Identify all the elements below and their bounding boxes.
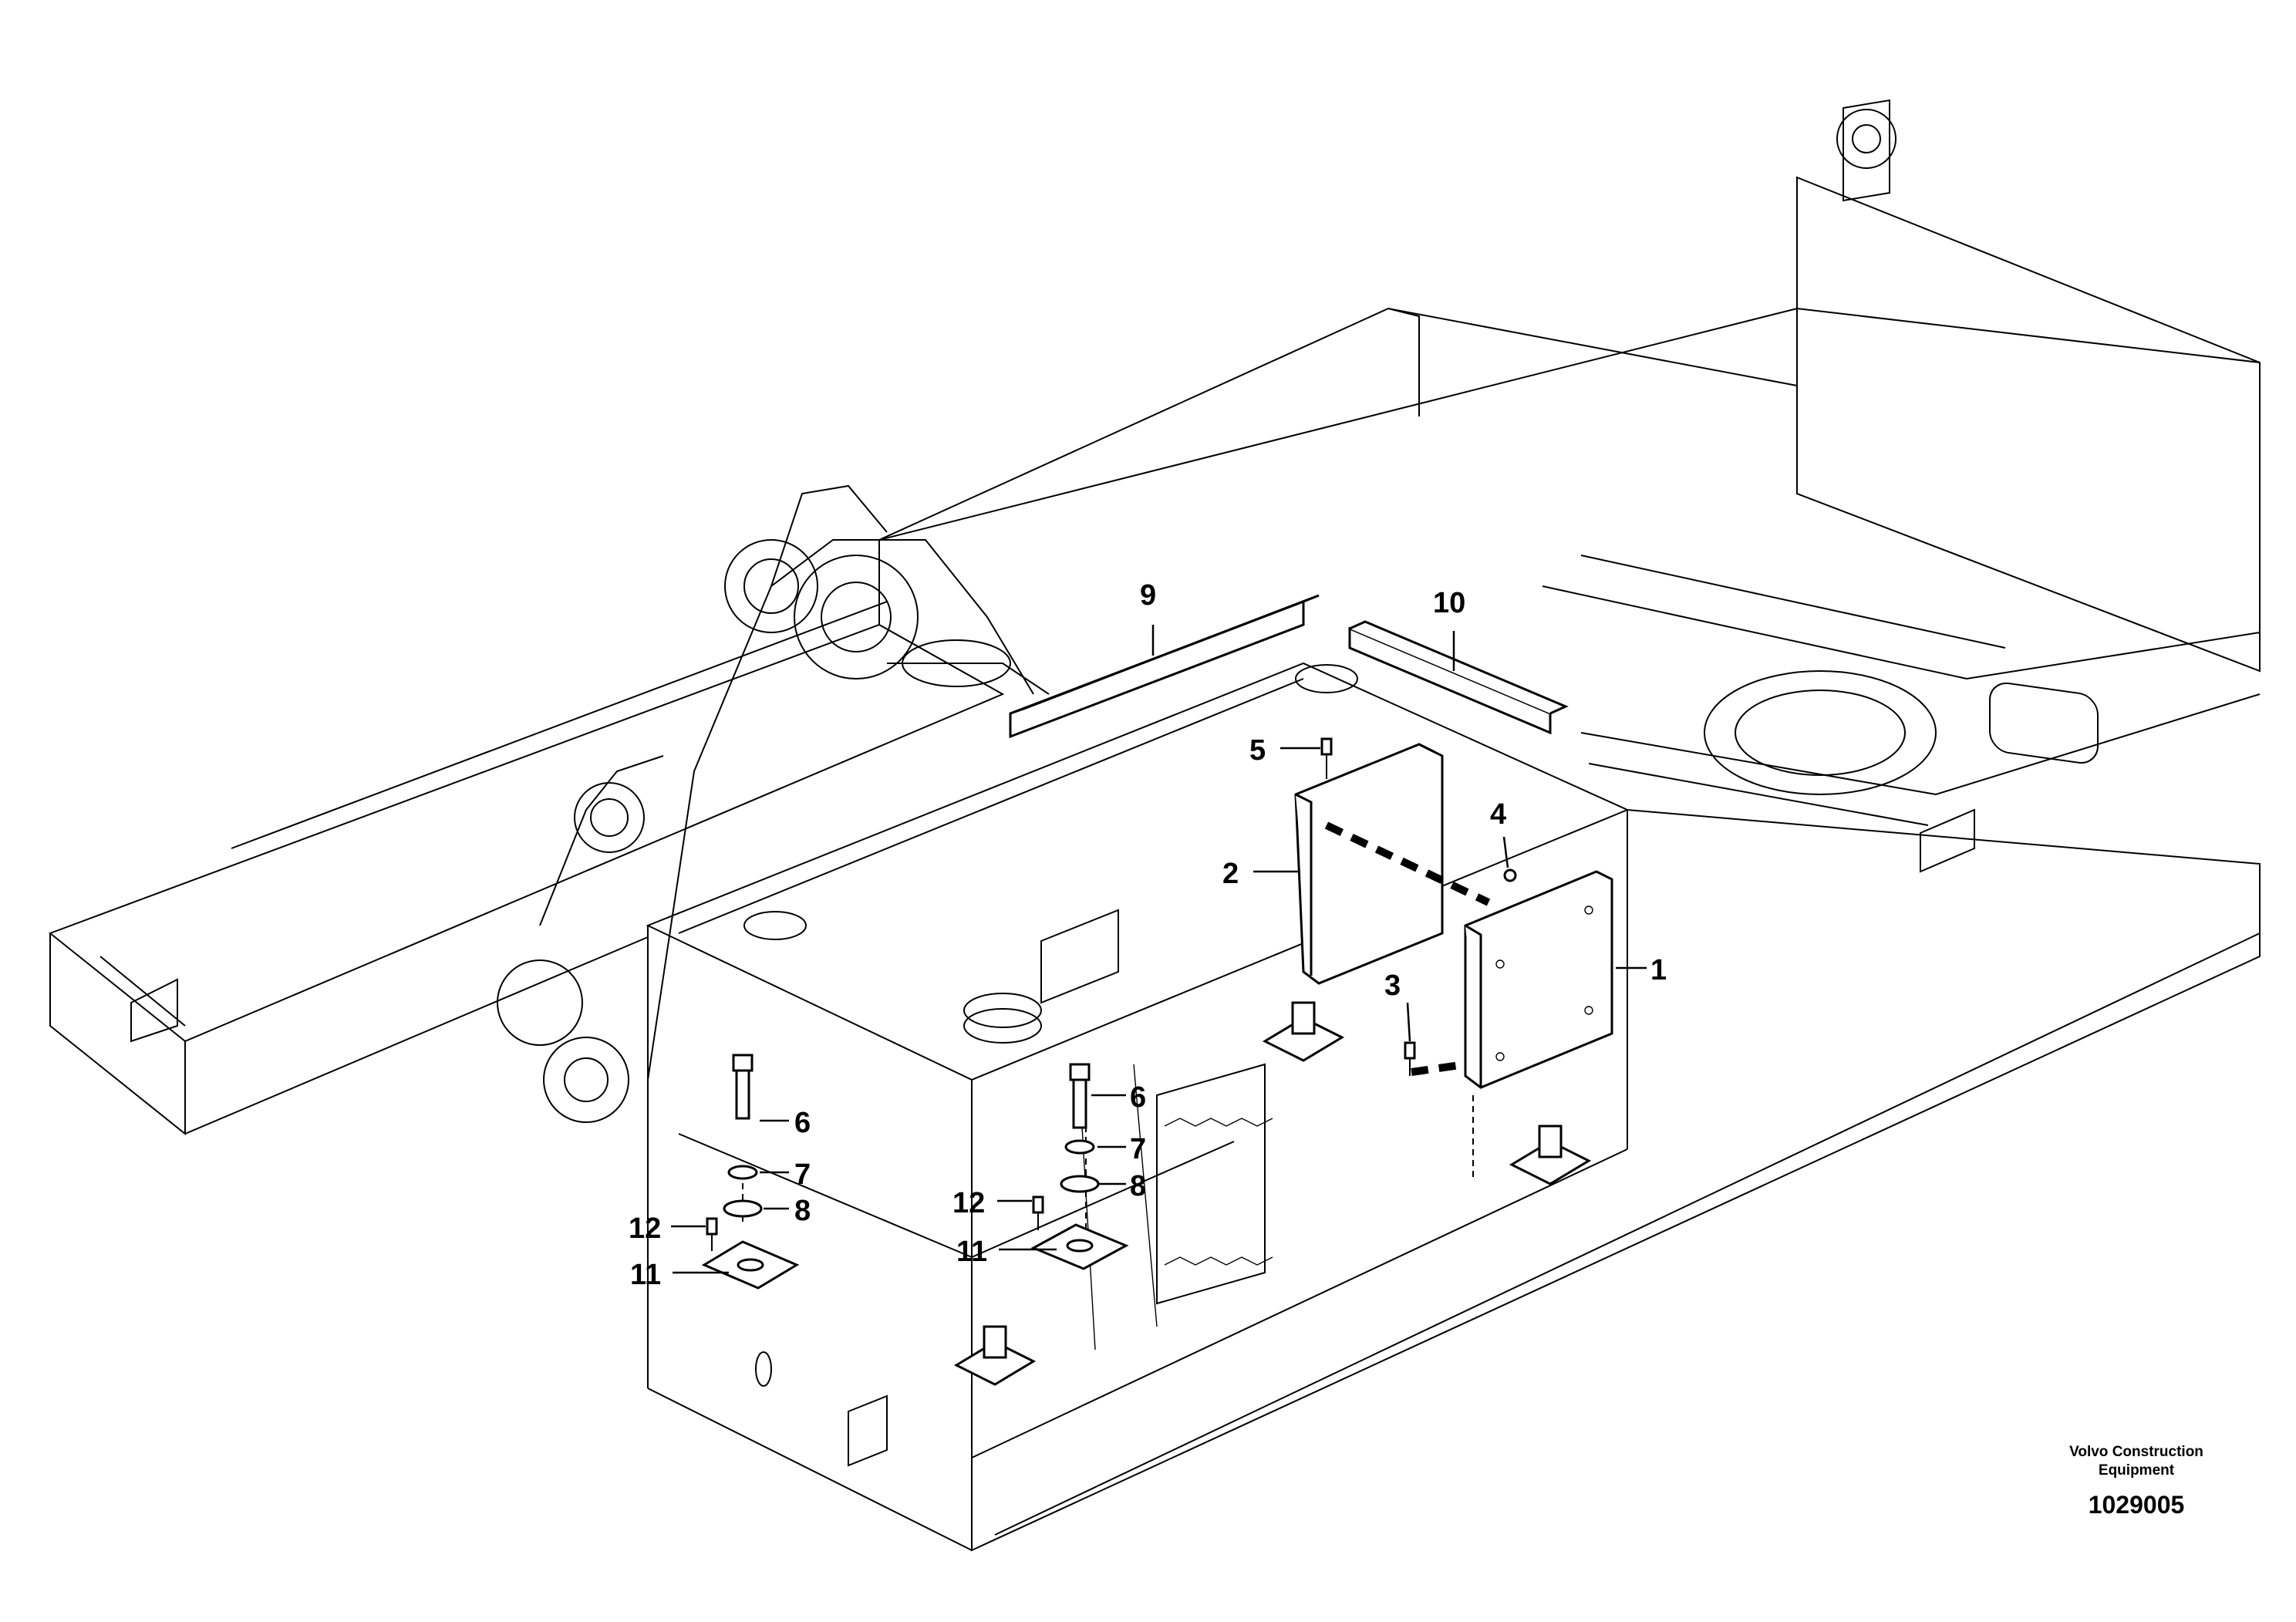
callout-11-left: 11	[630, 1259, 661, 1291]
frame-mount-right	[1509, 1125, 1592, 1185]
frame-mount-bottom	[953, 1325, 1037, 1386]
callout-7-left: 7	[794, 1158, 811, 1191]
frame-mount-left-upper	[1262, 1001, 1345, 1062]
part-1-cover-plate	[1464, 870, 1613, 1089]
publisher-line-1: Volvo Construction	[2069, 1444, 2203, 1460]
callout-6-right: 6	[1130, 1081, 1146, 1114]
callout-11-right: 11	[956, 1236, 987, 1268]
footer-block: Volvo Construction Equipment 1029005	[2069, 1444, 2203, 1519]
callout-10: 10	[1433, 587, 1465, 619]
callout-12-left: 12	[629, 1212, 661, 1245]
callout-8-right: 8	[1130, 1170, 1146, 1202]
callout-5: 5	[1249, 734, 1266, 767]
publisher-line-2: Equipment	[2099, 1462, 2175, 1479]
callout-labels: 9 10 5 2 4 3 1 6 6 7 7 8 8 12 12 11 11	[629, 579, 1667, 1291]
callout-4: 4	[1490, 798, 1506, 831]
part-5-screw	[1320, 737, 1333, 779]
machine-frame	[48, 99, 2261, 1552]
right-fastener-stack	[1030, 1063, 1129, 1270]
callout-9: 9	[1140, 579, 1156, 612]
callout-7-right: 7	[1130, 1133, 1146, 1165]
callout-6-left: 6	[794, 1107, 811, 1139]
left-fastener-stack	[701, 1054, 800, 1290]
callout-8-left: 8	[794, 1195, 811, 1227]
part-10-strip	[1348, 620, 1569, 735]
drawing-number: 1029005	[2089, 1491, 2185, 1519]
callout-1: 1	[1650, 954, 1667, 986]
callout-2: 2	[1222, 858, 1239, 890]
part-2-bracket	[1294, 743, 1444, 985]
leader-lines	[671, 625, 1647, 1274]
callout-12-right: 12	[952, 1187, 985, 1219]
part-9-strip	[1009, 594, 1320, 739]
part-4-screw	[1503, 868, 1517, 882]
callout-3: 3	[1384, 969, 1401, 1002]
part-3-screw	[1404, 1041, 1416, 1076]
